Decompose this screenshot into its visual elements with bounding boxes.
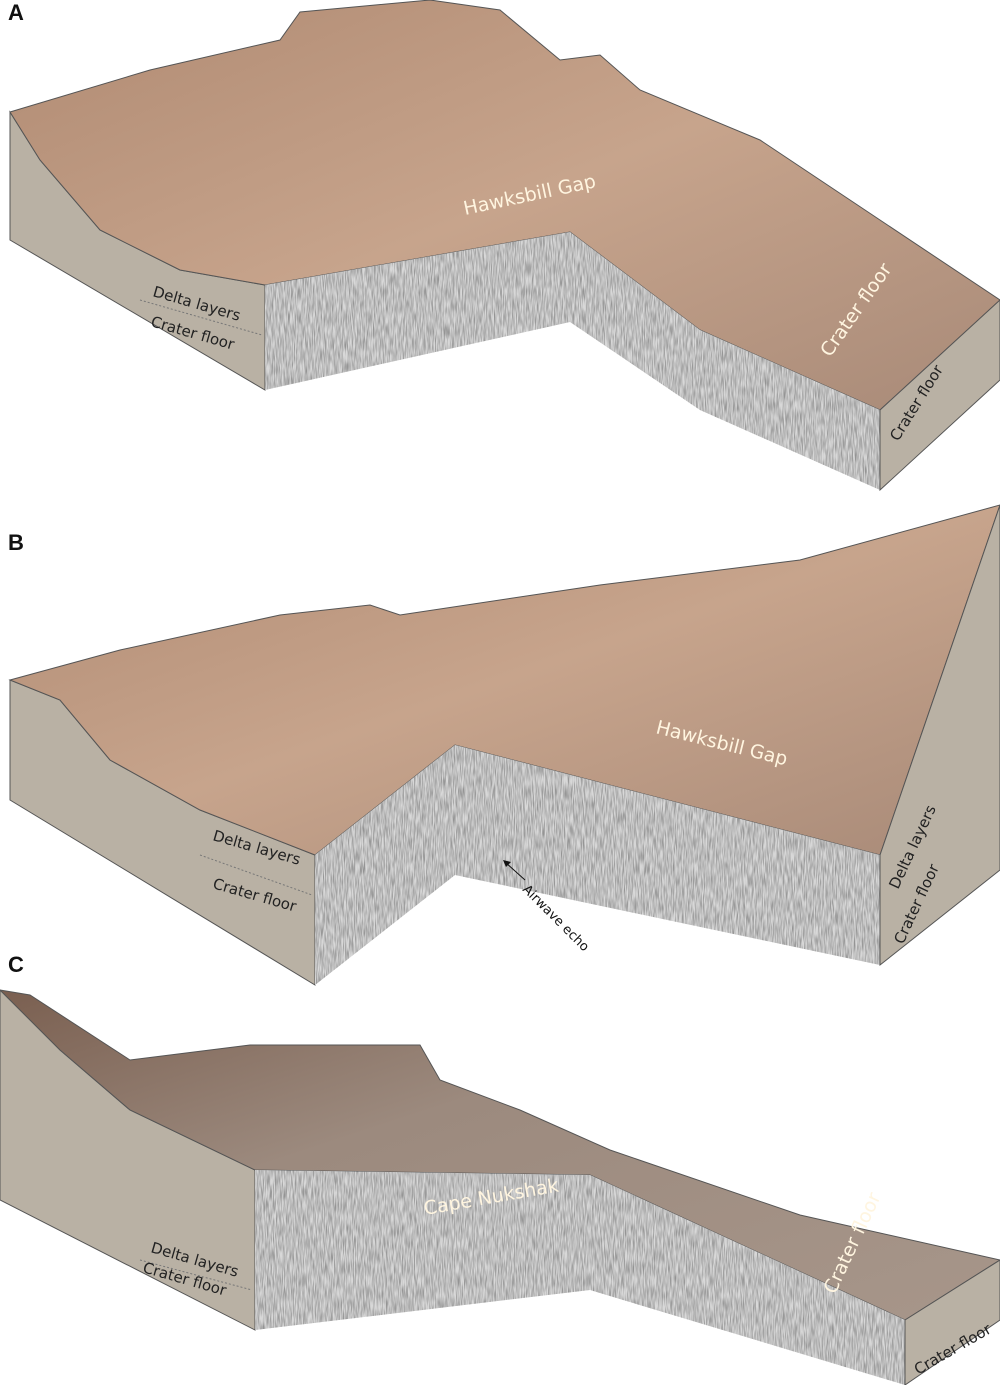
layer-boundary xyxy=(139,1259,253,1291)
right-side-face xyxy=(904,1259,1000,1385)
arrowhead-icon xyxy=(503,860,511,867)
right-side-face xyxy=(879,299,1000,492)
terrain-surface xyxy=(8,504,1000,856)
panel-label: B xyxy=(8,530,24,555)
radargram-noise xyxy=(315,745,880,985)
arrow-icon xyxy=(504,861,526,881)
radargram-noise xyxy=(255,1170,905,1385)
radargram-noise xyxy=(265,232,880,490)
panel-c: C Delta layers Crater floor Cape Nukshak… xyxy=(0,952,1000,1385)
panel-a: A Delta layers Crater floor Hawksbill Ga… xyxy=(8,0,1000,492)
terrain-surface xyxy=(9,0,1000,411)
layer-boundary xyxy=(139,299,263,336)
panel-label: C xyxy=(8,952,24,977)
panel-label: A xyxy=(8,0,24,25)
panel-b: B Delta layers Crater floor Hawksbill Ga… xyxy=(8,504,1000,986)
right-side-face xyxy=(879,504,1000,967)
terrain-surface xyxy=(0,989,1000,1321)
